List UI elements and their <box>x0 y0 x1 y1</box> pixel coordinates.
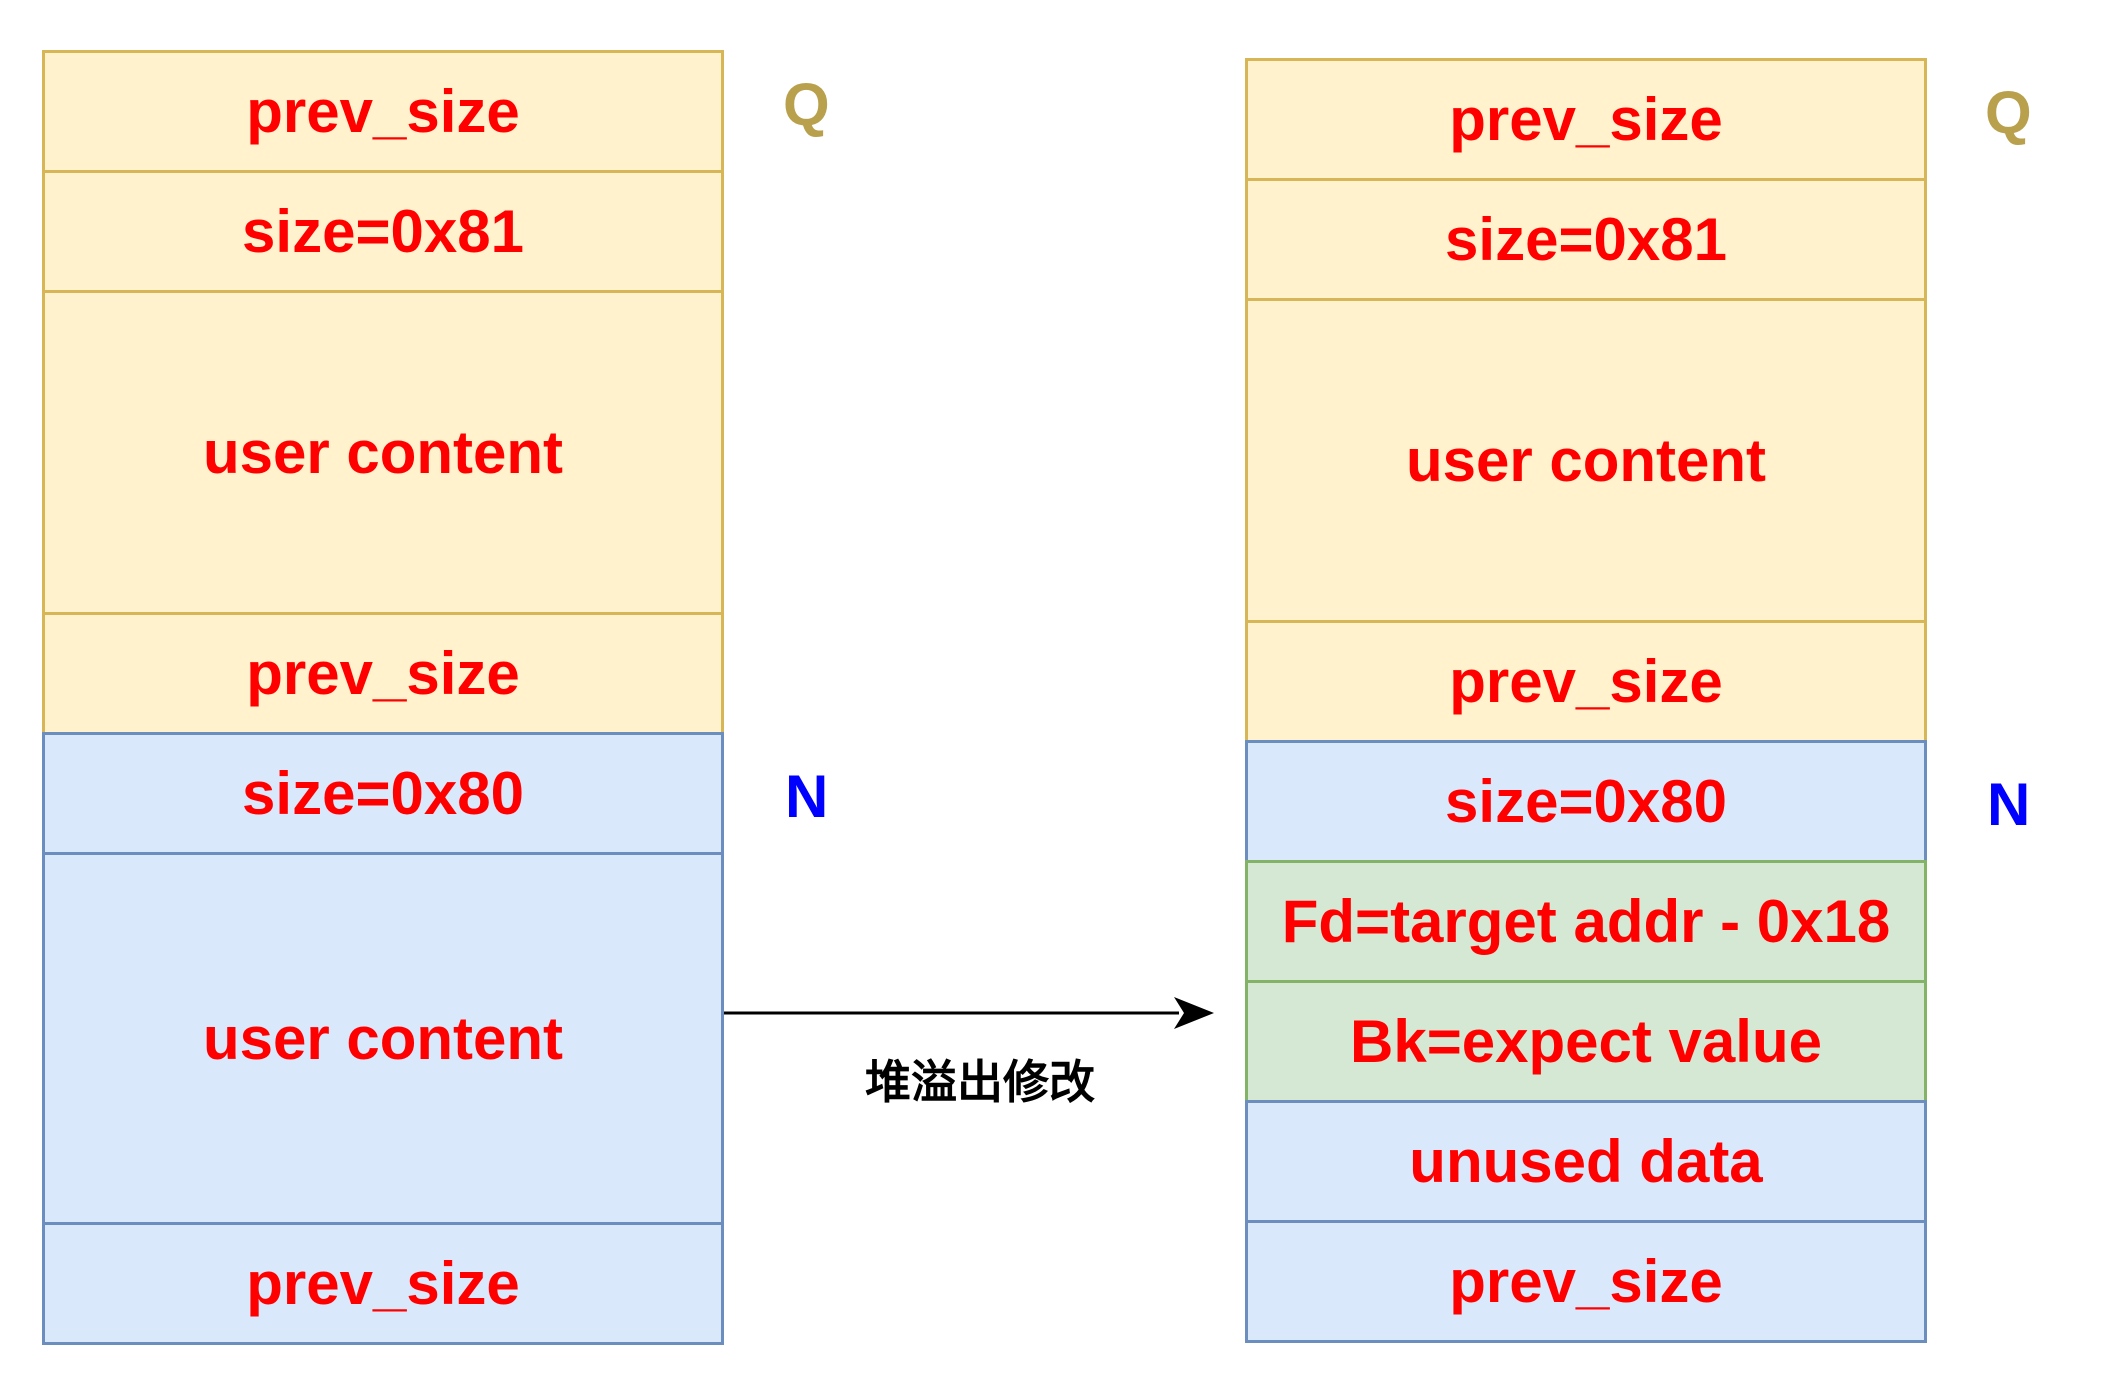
right-n-size-cell: size=0x80 <box>1245 740 1927 863</box>
cell-text: size=0x81 <box>1445 206 1727 273</box>
cell-text: prev_size <box>1449 648 1723 715</box>
right-q-user-content-cell: user content <box>1245 298 1927 623</box>
left-next-prev-size-cell: prev_size <box>42 1222 724 1345</box>
cell-text: prev_size <box>1449 86 1723 153</box>
left-n-size-cell: size=0x80 <box>42 732 724 855</box>
cell-text: prev_size <box>246 640 520 707</box>
cell-text: user content <box>202 1005 564 1072</box>
cell-text: size=0x80 <box>242 760 524 827</box>
cell-text: prev_size <box>1449 1248 1723 1315</box>
cell-text: user content <box>1405 427 1767 494</box>
cell-text: prev_size <box>246 1250 520 1317</box>
overflow-arrow-label: 堆溢出修改 <box>865 1055 1095 1109</box>
right-bk-cell: Bk=expect value <box>1245 980 1927 1103</box>
right-n-prev-size-cell: prev_size <box>1245 620 1927 743</box>
cell-text: unused data <box>1409 1128 1763 1195</box>
cell-text: size=0x80 <box>1445 768 1727 835</box>
right-q-size-cell: size=0x81 <box>1245 178 1927 301</box>
right-chunk-n-label: N <box>1987 771 2031 838</box>
left-n-prev-size-cell: prev_size <box>42 612 724 735</box>
right-chunk-q-label: Q <box>1985 79 2032 146</box>
cell-text: prev_size <box>246 78 520 145</box>
left-n-user-content-cell: user content <box>42 852 724 1225</box>
left-chunk-n-label: N <box>785 763 829 830</box>
right-q-prev-size-cell: prev_size <box>1245 58 1927 181</box>
left-q-size-cell: size=0x81 <box>42 170 724 293</box>
right-fd-cell: Fd=target addr - 0x18 <box>1245 860 1927 983</box>
right-next-prev-size-cell: prev_size <box>1245 1220 1927 1343</box>
left-q-user-content-cell: user content <box>42 290 724 615</box>
cell-text: Fd=target addr - 0x18 <box>1281 888 1891 955</box>
cell-text: user content <box>202 419 564 486</box>
left-q-prev-size-cell: prev_size <box>42 50 724 173</box>
cell-text: size=0x81 <box>242 198 524 265</box>
cell-text: Bk=expect value <box>1350 1008 1822 1075</box>
left-chunk-q-label: Q <box>783 71 830 138</box>
right-unused-data-cell: unused data <box>1245 1100 1927 1223</box>
overflow-arrow <box>724 997 1214 1029</box>
